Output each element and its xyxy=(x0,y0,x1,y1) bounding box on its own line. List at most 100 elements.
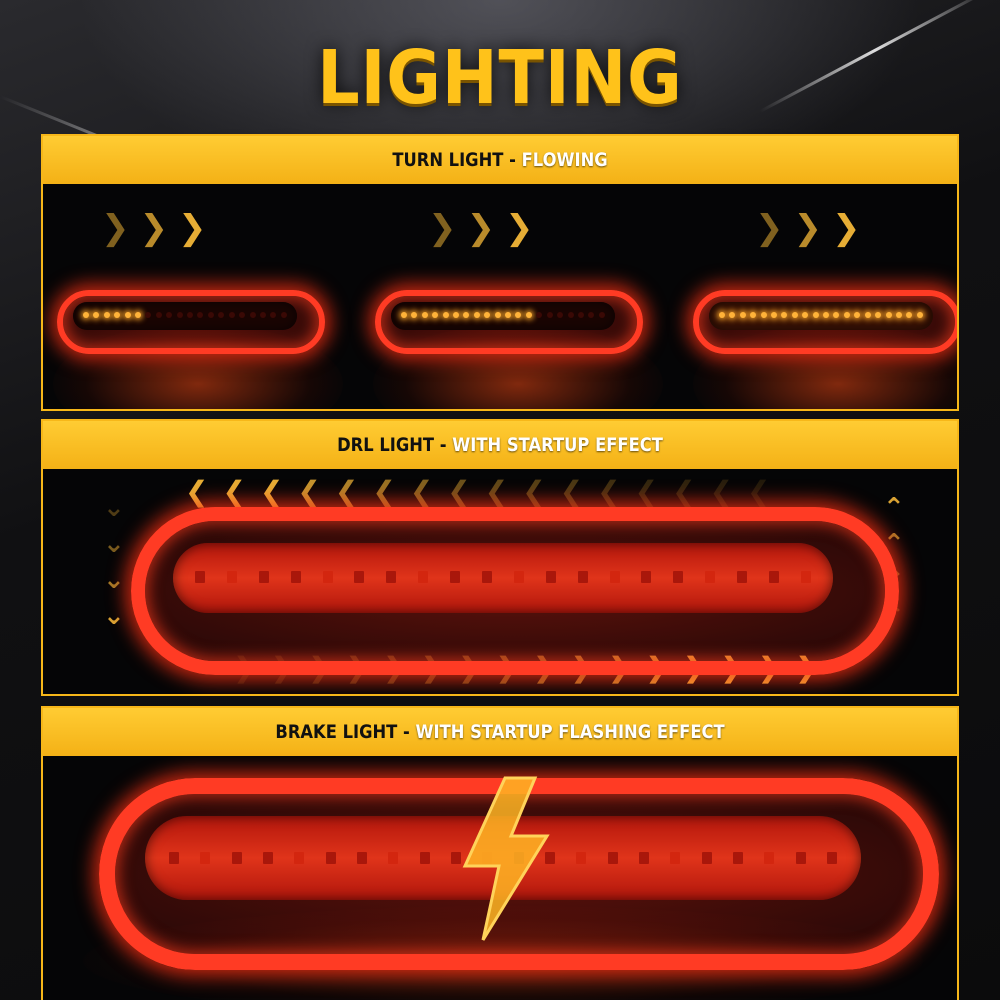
brake-light-panel: BRAKE LIGHT - WITH STARTUP FLASHING EFFE… xyxy=(41,706,959,1000)
led xyxy=(231,852,242,864)
led xyxy=(906,312,913,318)
flow-arrows-left: ⌄ ⌄ ⌄ ⌄ xyxy=(103,493,125,631)
chevron-left-icon: ❮ xyxy=(484,475,509,508)
led xyxy=(124,312,131,318)
led xyxy=(187,312,194,318)
led xyxy=(356,852,367,864)
led xyxy=(515,312,522,318)
section-label: DRL LIGHT - WITH STARTUP EFFECT xyxy=(107,421,893,469)
led xyxy=(701,852,712,864)
led xyxy=(826,852,837,864)
led xyxy=(280,312,287,318)
led xyxy=(473,312,480,318)
led xyxy=(895,312,902,318)
led xyxy=(432,312,439,318)
led xyxy=(228,312,235,318)
section-label: BRAKE LIGHT - WITH STARTUP FLASHING EFFE… xyxy=(107,708,893,756)
section-label-separator: - xyxy=(434,434,453,456)
section-label-separator: - xyxy=(503,149,522,171)
led xyxy=(525,312,532,318)
chevron-left-icon: ❮ xyxy=(409,475,434,508)
led xyxy=(609,571,620,583)
led xyxy=(218,312,225,318)
chevron-left-icon: ❮ xyxy=(559,475,584,508)
led xyxy=(769,571,780,583)
led xyxy=(200,852,211,864)
flow-arrows: ❯ ❯ ❯ xyxy=(428,208,534,248)
section-label-sub: FLOWING xyxy=(521,149,608,171)
led xyxy=(270,312,277,318)
section-label-sub: WITH STARTUP FLASHING EFFECT xyxy=(415,721,725,743)
chevron-down-icon: ⌄ xyxy=(103,493,125,523)
section-label-main: BRAKE LIGHT xyxy=(275,721,398,743)
flow-arrows-top: ❮❮❮❮❮❮❮❮❮❮❮❮❮❮❮❮ xyxy=(185,475,771,508)
led xyxy=(325,852,336,864)
lightning-bolt-icon xyxy=(462,776,550,941)
led xyxy=(258,571,269,583)
led-strip xyxy=(83,312,287,318)
led xyxy=(419,852,430,864)
led xyxy=(450,852,461,864)
led xyxy=(546,312,553,318)
led xyxy=(864,312,871,318)
led xyxy=(567,312,574,318)
led xyxy=(705,571,716,583)
led xyxy=(875,312,882,318)
section-label-main: TURN LIGHT xyxy=(392,149,504,171)
led xyxy=(764,852,775,864)
led xyxy=(290,571,301,583)
chevron-left-icon: ❮ xyxy=(447,475,471,508)
led xyxy=(719,312,725,318)
section-label-separator: - xyxy=(397,721,416,743)
led xyxy=(588,312,595,318)
led xyxy=(833,312,840,318)
chevron-right-icon: ❯ xyxy=(178,208,207,248)
chevron-left-icon: ❮ xyxy=(222,475,246,508)
led xyxy=(544,852,555,864)
flow-arrows: ❯ ❯ ❯ xyxy=(101,208,207,248)
led xyxy=(545,571,556,583)
chevron-left-icon: ❮ xyxy=(634,475,659,508)
led xyxy=(750,312,757,318)
chevron-right-icon: ❯ xyxy=(505,208,534,248)
led xyxy=(673,571,684,583)
turn-light-panel: TURN LIGHT - FLOWING ❯ ❯ ❯ ❯ ❯ ❯ ❯ ❯ ❯ xyxy=(41,134,959,411)
led xyxy=(169,852,179,864)
drl-light-panel: DRL LIGHT - WITH STARTUP EFFECT ❮❮❮❮❮❮❮❮… xyxy=(41,419,959,696)
led xyxy=(802,312,809,318)
led xyxy=(823,312,830,318)
led xyxy=(262,852,273,864)
led xyxy=(795,852,806,864)
drl-light-stage: ❮❮❮❮❮❮❮❮❮❮❮❮❮❮❮❮ ❯❯❯❯❯❯❯❯❯❯❯❯❯❯❯❯ ⌄ ⌄ ⌄ … xyxy=(43,469,957,694)
led xyxy=(641,571,652,583)
led xyxy=(482,571,493,583)
led xyxy=(197,312,204,318)
section-header-band xyxy=(43,421,957,469)
led xyxy=(195,571,205,583)
led xyxy=(450,571,461,583)
chevron-right-icon: ❯ xyxy=(466,208,496,248)
lamp-lens xyxy=(73,302,297,330)
led xyxy=(494,312,501,318)
led xyxy=(737,571,748,583)
led xyxy=(411,312,418,318)
led xyxy=(505,312,512,318)
led xyxy=(226,571,237,583)
lamp-lens xyxy=(391,302,615,330)
led xyxy=(577,571,588,583)
chevron-left-icon: ❮ xyxy=(709,475,734,508)
chevron-right-icon: ❯ xyxy=(793,208,823,248)
led xyxy=(322,571,333,583)
led xyxy=(239,312,246,318)
led xyxy=(259,312,266,318)
led xyxy=(843,312,850,318)
led xyxy=(442,312,449,318)
led xyxy=(607,852,618,864)
chevron-down-icon: ⌄ xyxy=(103,565,125,595)
section-header-band xyxy=(43,708,957,756)
lamp-lens xyxy=(709,302,933,330)
led-strip xyxy=(195,571,811,583)
led xyxy=(145,312,152,318)
led xyxy=(800,571,811,583)
led xyxy=(484,312,491,318)
